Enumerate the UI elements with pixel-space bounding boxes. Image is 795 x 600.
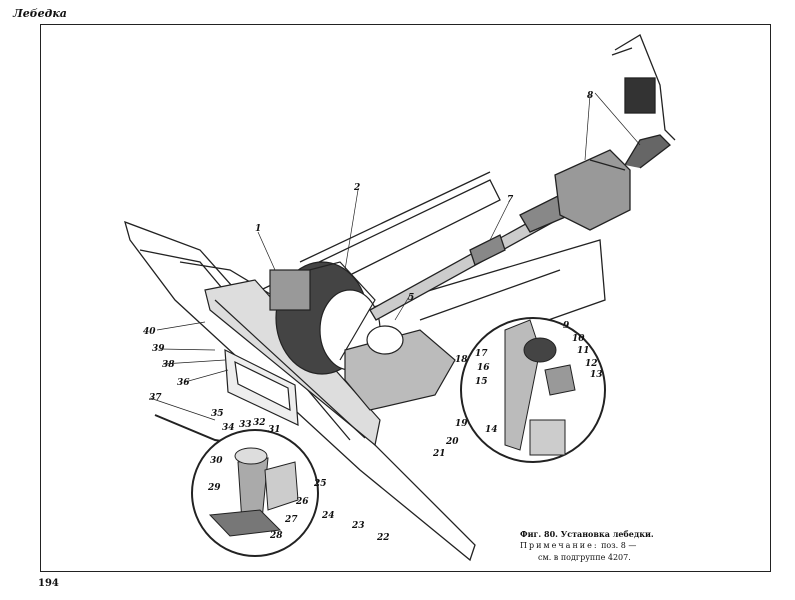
callout-8: 8 bbox=[587, 91, 594, 101]
figure-title: Фиг. 80. Установка лебедки. bbox=[520, 529, 654, 539]
callout-labels: 1 2 5 7 8 9 10 11 12 13 14 15 16 17 18 1… bbox=[143, 91, 603, 543]
figure-frame bbox=[40, 24, 771, 572]
callout-9: 9 bbox=[563, 321, 570, 331]
callout-16: 16 bbox=[477, 363, 490, 373]
leader-lines bbox=[149, 92, 641, 421]
callout-29: 29 bbox=[207, 483, 221, 493]
detail-view-brake bbox=[460, 317, 606, 463]
page-header-title: Лебедка bbox=[13, 7, 67, 20]
callout-21: 21 bbox=[432, 449, 446, 459]
power-take-off bbox=[554, 134, 671, 231]
note-text-continued: см. в подгруппе 4207. bbox=[538, 553, 631, 562]
callout-2: 2 bbox=[353, 183, 360, 193]
page-number: 194 bbox=[38, 578, 59, 589]
callout-18: 18 bbox=[455, 355, 468, 365]
control-lever bbox=[611, 34, 676, 141]
callout-35: 35 bbox=[211, 409, 224, 419]
callout-31: 31 bbox=[268, 425, 281, 435]
callout-33: 33 bbox=[239, 420, 252, 430]
fairlead-bracket bbox=[224, 348, 299, 426]
callout-27: 27 bbox=[284, 515, 298, 525]
callout-14: 14 bbox=[485, 425, 498, 435]
winch-gearbox bbox=[344, 325, 456, 411]
callout-11: 11 bbox=[577, 346, 590, 356]
callout-28: 28 bbox=[269, 531, 283, 541]
callout-12: 12 bbox=[585, 359, 598, 369]
callout-13: 13 bbox=[590, 370, 603, 380]
callout-5: 5 bbox=[408, 293, 414, 303]
callout-40: 40 bbox=[143, 327, 156, 337]
callout-15: 15 bbox=[475, 377, 488, 387]
callout-19: 19 bbox=[455, 419, 468, 429]
callout-7: 7 bbox=[507, 195, 514, 205]
callout-25: 25 bbox=[313, 479, 327, 489]
callout-34: 34 bbox=[222, 423, 235, 433]
callout-22: 22 bbox=[376, 533, 390, 543]
front-plate bbox=[204, 279, 381, 447]
detail-view-roller bbox=[191, 429, 319, 557]
callout-26: 26 bbox=[295, 497, 309, 507]
note-text: поз. 8 — bbox=[601, 541, 637, 550]
callout-10: 10 bbox=[572, 334, 585, 344]
callout-38: 38 bbox=[162, 360, 175, 370]
callout-24: 24 bbox=[321, 511, 335, 521]
figure-caption: Фиг. 80. Установка лебедки. Примечание: … bbox=[520, 528, 654, 564]
callout-20: 20 bbox=[445, 437, 459, 447]
callout-1: 1 bbox=[255, 224, 261, 234]
callout-30: 30 bbox=[210, 456, 223, 466]
callout-23: 23 bbox=[351, 521, 365, 531]
note-line: Примечание: поз. 8 — bbox=[520, 540, 654, 552]
callout-39: 39 bbox=[152, 344, 165, 354]
note-label: Примечание: bbox=[520, 541, 599, 550]
drive-shaft bbox=[369, 194, 571, 321]
callout-36: 36 bbox=[177, 378, 190, 388]
callout-32: 32 bbox=[253, 418, 266, 428]
callout-37: 37 bbox=[149, 393, 162, 403]
callout-17: 17 bbox=[475, 349, 488, 359]
